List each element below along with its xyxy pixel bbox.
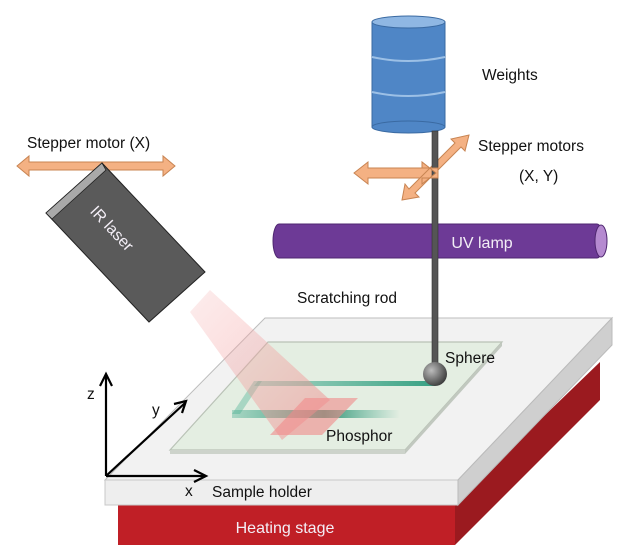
z-axis-arrowhead <box>99 371 113 387</box>
stepper-motors-label: Stepper motors <box>478 138 584 155</box>
heating-stage <box>118 362 600 545</box>
coordinate-axes <box>99 371 209 483</box>
axis-y-label: y <box>152 402 160 419</box>
scratching-rod-label: Scratching rod <box>297 290 397 307</box>
stepper-motors-xy-arrows <box>353 134 470 201</box>
uv-lamp: UV lamp <box>272 223 608 259</box>
x-axis-arrowhead <box>193 469 209 483</box>
y-axis <box>105 402 186 477</box>
y-axis-arrowhead <box>173 399 188 414</box>
laser-beam-cone <box>190 290 330 440</box>
x-axis-motor-arrow-front <box>421 160 439 186</box>
ir-laser-end <box>45 162 107 220</box>
weights-top <box>371 15 446 29</box>
uv-lamp-end <box>594 224 608 258</box>
weights-label: Weights <box>482 67 538 84</box>
stepper-motors-axes-label: (X, Y) <box>519 168 558 185</box>
axis-z-label: z <box>87 386 95 403</box>
weights: Weights <box>371 15 538 134</box>
weights-divider-2 <box>371 91 446 97</box>
heating-stage-front <box>118 502 455 545</box>
sample-holder-side <box>457 316 613 507</box>
phosphor-label: Phosphor <box>326 428 392 445</box>
stepper-motor-x-arrow <box>16 154 176 178</box>
laser-spot <box>270 398 358 435</box>
uv-lamp-label: UV lamp <box>451 235 512 252</box>
heating-stage-label: Heating stage <box>236 520 335 537</box>
phosphor-edge-side <box>405 342 502 454</box>
weights-bottom <box>371 120 446 134</box>
sample-holder-label: Sample holder <box>212 484 312 501</box>
scratching-rod <box>431 130 439 372</box>
weights-divider-1 <box>371 56 446 62</box>
stepper-motor-x-label: Stepper motor (X) <box>27 135 150 152</box>
sphere-label: Sphere <box>445 350 495 367</box>
weights-body <box>371 21 446 128</box>
heating-stage-side <box>455 362 600 545</box>
laser-beam <box>190 290 358 440</box>
axis-x-label: x <box>185 483 193 500</box>
sphere <box>423 362 447 386</box>
phosphor-edge <box>170 450 405 454</box>
ir-laser: IR laser <box>45 162 206 323</box>
